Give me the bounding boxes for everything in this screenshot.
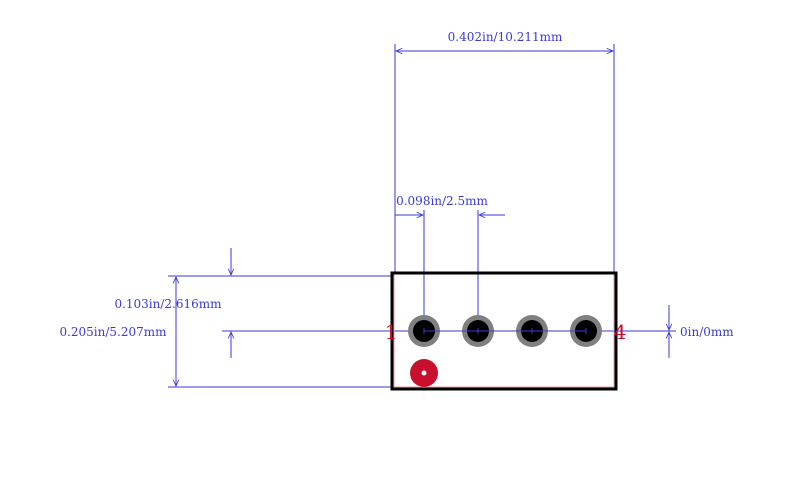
- pitch-label: 0.098in/2.5mm: [396, 194, 488, 208]
- total-height-label: 0.205in/5.207mm: [59, 325, 167, 339]
- pin-label-first: 1: [385, 320, 398, 344]
- total-width-label: 0.402in/10.211mm: [448, 30, 563, 44]
- pin1-marker: [410, 359, 438, 387]
- pin-label-last: 4: [614, 320, 627, 344]
- zero-offset-label: 0in/0mm: [680, 325, 734, 339]
- total-width-dimension: [394, 44, 615, 272]
- component-outline: [390, 271, 618, 391]
- pitch-dimension: [395, 210, 505, 332]
- height-dimensions: [168, 248, 424, 388]
- row-offset-label: 0.103in/2.616mm: [114, 297, 222, 311]
